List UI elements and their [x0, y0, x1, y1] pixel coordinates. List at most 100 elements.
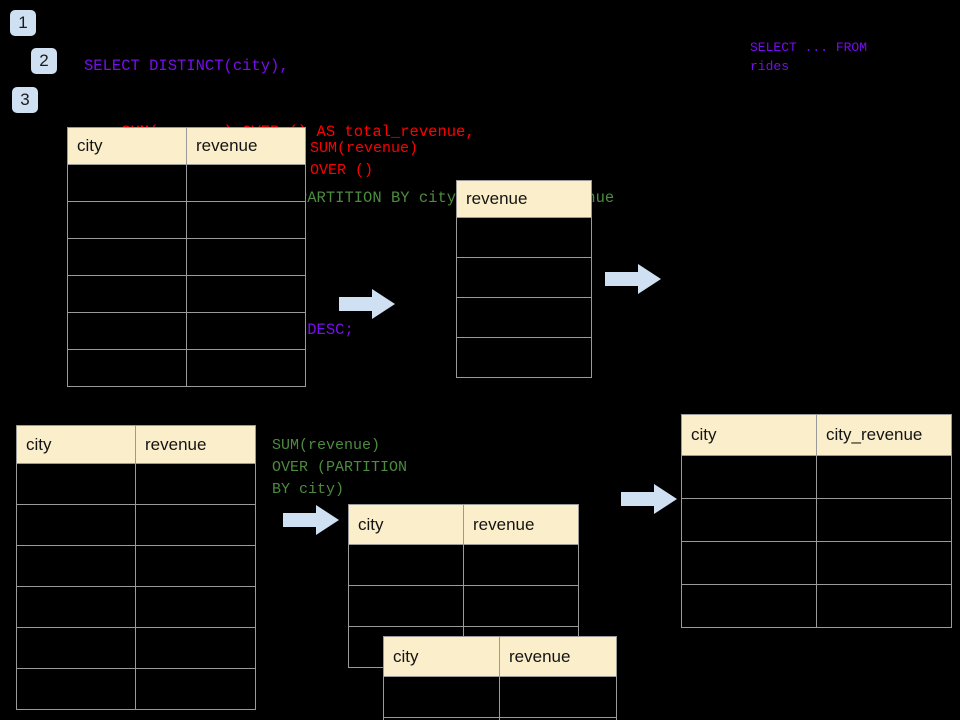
arrow-partition-to-result [621, 484, 677, 514]
arrow-source-to-partition [283, 505, 339, 535]
cell-city-revenue [816, 498, 952, 542]
cell-city [383, 676, 500, 718]
table-row [383, 676, 617, 718]
cell-revenue [456, 217, 592, 258]
cell-revenue [499, 717, 617, 720]
sql-line-1: SELECT DISTINCT(city), [84, 57, 289, 75]
table-row [67, 164, 306, 202]
cell-city [16, 668, 136, 710]
cell-revenue [135, 586, 256, 628]
table-row [456, 297, 592, 338]
column-header-city: city [681, 414, 817, 456]
cell-city [67, 312, 187, 350]
step-badge-1[interactable]: 1 [10, 10, 36, 36]
cell-city [67, 238, 187, 276]
arrow-source-to-total [339, 289, 395, 319]
table-header-row: city revenue [16, 425, 256, 464]
arrow-head [638, 264, 661, 294]
cell-revenue [463, 585, 579, 627]
cell-revenue [135, 627, 256, 669]
arrow-head [316, 505, 339, 535]
table-row [67, 312, 306, 350]
cell-city [16, 545, 136, 587]
table-header-row: city revenue [348, 504, 579, 545]
callout-over-empty: SUM(revenue) OVER () [310, 140, 419, 179]
cell-city [681, 455, 817, 499]
cell-city-revenue [816, 541, 952, 585]
cell-city [681, 498, 817, 542]
table-rides-source-top: city revenue [67, 127, 306, 387]
cell-revenue [456, 297, 592, 338]
table-row [348, 585, 579, 627]
table-row [681, 455, 952, 499]
cell-revenue [135, 668, 256, 710]
table-partition-group-back: city revenue [348, 504, 579, 668]
table-row [16, 463, 256, 505]
arrow-shaft [283, 513, 319, 527]
cell-city [681, 584, 817, 628]
table-row [456, 217, 592, 258]
table-row [456, 257, 592, 298]
cell-city [67, 164, 187, 202]
table-row [681, 541, 952, 585]
cell-revenue [135, 545, 256, 587]
table-row [681, 584, 952, 628]
table-row [348, 544, 579, 586]
table-row [16, 668, 256, 710]
cell-revenue [186, 238, 306, 276]
table-partition-group-front: city revenue [383, 636, 617, 720]
cell-city [67, 349, 187, 387]
cell-city [348, 585, 464, 627]
cell-city [348, 544, 464, 586]
cell-revenue [499, 676, 617, 718]
column-header-city: city [348, 504, 464, 545]
cell-city-revenue [816, 455, 952, 499]
table-row [67, 275, 306, 313]
table-row [383, 717, 617, 720]
cell-city-revenue [816, 584, 952, 628]
table-header-row: revenue [456, 180, 592, 218]
cell-city [16, 627, 136, 669]
cell-city [67, 275, 187, 313]
column-header-revenue: revenue [463, 504, 579, 545]
table-row [67, 238, 306, 276]
table-final-result: city city_revenue [681, 414, 952, 628]
cell-city [681, 541, 817, 585]
arrow-shaft [339, 297, 375, 311]
table-header-row: city revenue [67, 127, 306, 165]
cell-city [16, 504, 136, 546]
table-row [456, 337, 592, 378]
cell-revenue [186, 349, 306, 387]
table-row [67, 349, 306, 387]
cell-revenue [186, 275, 306, 313]
column-header-city: city [16, 425, 136, 464]
table-total-revenue: revenue [456, 180, 592, 378]
table-row [16, 504, 256, 546]
arrow-total-to-result [605, 264, 661, 294]
column-header-revenue: revenue [186, 127, 306, 165]
cell-revenue [186, 164, 306, 202]
column-header-revenue: revenue [135, 425, 256, 464]
cell-city [67, 201, 187, 239]
table-row [681, 498, 952, 542]
table-row [16, 627, 256, 669]
cell-city [16, 463, 136, 505]
arrow-shaft [605, 272, 641, 286]
cell-revenue [456, 337, 592, 378]
table-row [16, 586, 256, 628]
callout-over-partition: SUM(revenue) OVER (PARTITION BY city) [272, 437, 408, 498]
step-badge-3[interactable]: 3 [12, 87, 38, 113]
cell-revenue [135, 463, 256, 505]
column-header-city: city [383, 636, 500, 677]
arrow-head [372, 289, 395, 319]
annotation-select-from: SELECT ... FROM rides [750, 40, 868, 74]
cell-revenue [135, 504, 256, 546]
arrow-head [654, 484, 677, 514]
table-header-row: city revenue [383, 636, 617, 677]
column-header-city-revenue: city_revenue [816, 414, 952, 456]
step-badge-2[interactable]: 2 [31, 48, 57, 74]
table-row [67, 201, 306, 239]
cell-revenue [456, 257, 592, 298]
table-rides-source-bottom: city revenue [16, 425, 256, 710]
